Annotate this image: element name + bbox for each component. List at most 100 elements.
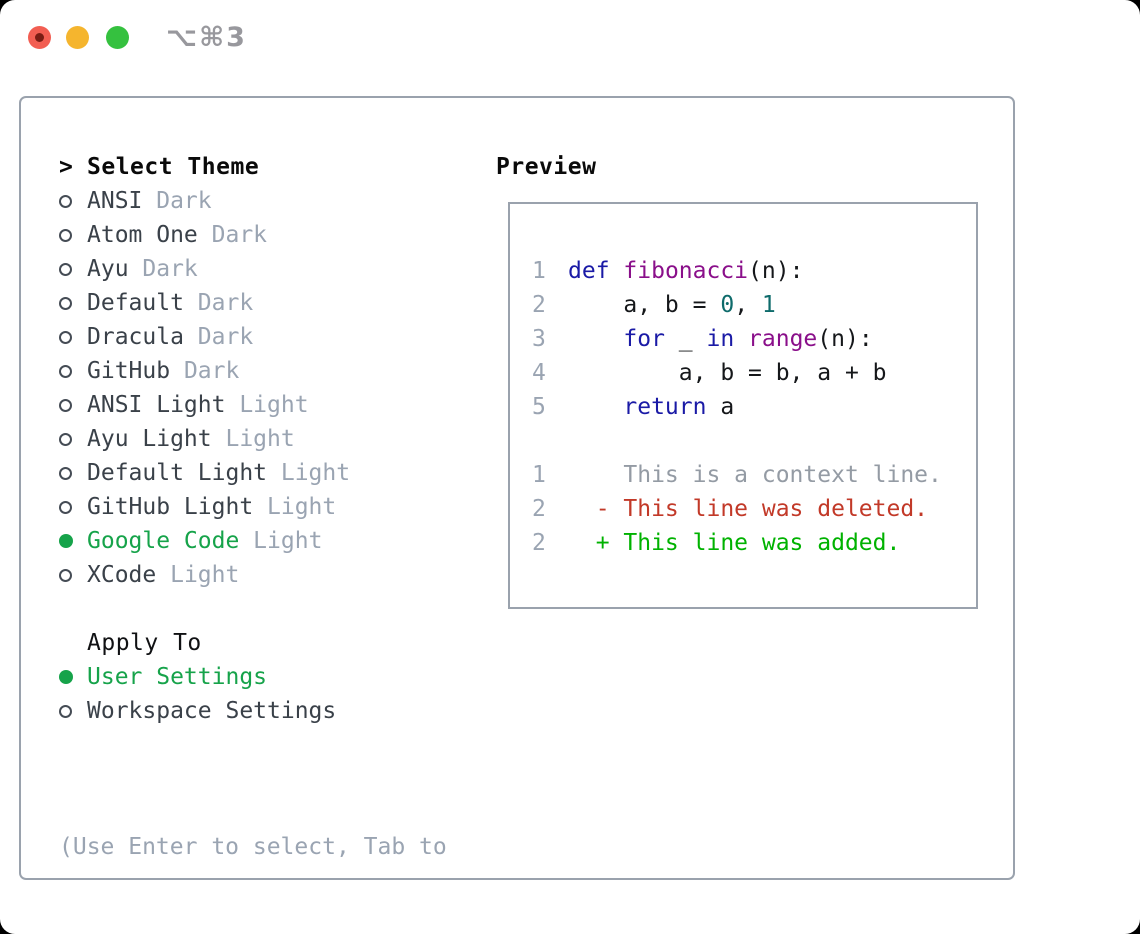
code-token: for xyxy=(623,326,665,352)
theme-option-dracula[interactable]: Dracula Dark xyxy=(59,320,447,354)
theme-option-label: GitHub xyxy=(87,358,171,384)
radio-circle xyxy=(59,228,72,242)
code-token: 1 xyxy=(761,292,776,318)
theme-option-github[interactable]: GitHub Dark xyxy=(59,354,447,388)
radio-circle xyxy=(59,432,72,446)
theme-option-atom-one[interactable]: Atom One Dark xyxy=(59,218,447,252)
theme-option-google-code[interactable]: Google Code Light xyxy=(59,524,447,558)
theme-option-github-light[interactable]: GitHub Light Light xyxy=(59,490,447,524)
line-number: 2 xyxy=(532,292,546,318)
theme-variant-label: Dark xyxy=(183,290,254,316)
line-number: 1 xyxy=(532,462,546,488)
hint-line-1: (Use Enter to select, Tab to xyxy=(59,834,447,860)
spacer xyxy=(532,424,976,458)
radio-circle xyxy=(59,330,72,344)
code-token xyxy=(568,326,623,352)
code-token: + This line was added. xyxy=(568,530,901,556)
diff-line-3: 2 + This line was added. xyxy=(532,526,976,560)
code-token: - This line was deleted. xyxy=(568,496,929,522)
line-number: 2 xyxy=(532,530,546,556)
theme-option-default[interactable]: Default Dark xyxy=(59,286,447,320)
zoom-button[interactable] xyxy=(106,26,129,49)
apply-option-workspace-settings[interactable]: Workspace Settings xyxy=(59,694,447,728)
radio-unselected-icon xyxy=(59,262,87,276)
radio-unselected-icon xyxy=(59,330,87,344)
radio-unselected-icon xyxy=(59,568,87,582)
theme-option-ansi-light[interactable]: ANSI Light Light xyxy=(59,388,447,422)
theme-variant-label: Dark xyxy=(183,324,254,350)
apply-option-label: Workspace Settings xyxy=(87,698,337,724)
theme-option-label: Default xyxy=(87,290,184,316)
radio-circle xyxy=(59,704,72,718)
theme-option-label: GitHub Light xyxy=(87,494,254,520)
radio-unselected-icon xyxy=(59,432,87,446)
radio-circle xyxy=(59,194,72,208)
close-button[interactable] xyxy=(28,26,51,49)
line-number: 5 xyxy=(532,394,546,420)
theme-variant-label: Dark xyxy=(128,256,198,282)
theme-option-label: Ayu xyxy=(87,256,129,282)
titlebar: ⌥⌘3 xyxy=(0,0,1140,96)
diff-line-1: 1 This is a context line. xyxy=(532,458,976,492)
radio-circle xyxy=(59,296,72,310)
radio-circle xyxy=(59,364,72,378)
line-number: 1 xyxy=(532,258,546,284)
apply-option-label: User Settings xyxy=(87,664,268,690)
theme-option-label: Default Light xyxy=(87,460,268,486)
theme-option-label: ANSI Light xyxy=(87,392,226,418)
code-line-3: 3 for _ in range(n): xyxy=(532,322,976,356)
radio-unselected-icon xyxy=(59,704,87,718)
code-token: (n): xyxy=(817,326,873,352)
prompt-icon: > xyxy=(59,154,73,180)
select-theme-title: Select Theme xyxy=(87,154,260,180)
radio-unselected-icon xyxy=(59,194,87,208)
radio-unselected-icon xyxy=(59,296,87,310)
radio-unselected-icon xyxy=(59,398,87,412)
theme-option-default-light[interactable]: Default Light Light xyxy=(59,456,447,490)
theme-option-xcode[interactable]: XCode Light xyxy=(59,558,447,592)
theme-option-label: Google Code xyxy=(87,528,240,554)
spacer xyxy=(59,728,447,762)
close-dot-icon xyxy=(35,33,44,42)
theme-option-ansi[interactable]: ANSI Dark xyxy=(59,184,447,218)
minimize-button[interactable] xyxy=(66,26,89,49)
theme-option-label: XCode xyxy=(87,562,157,588)
apply-to-title: Apply To xyxy=(87,630,202,656)
theme-option-label: ANSI xyxy=(87,188,143,214)
code-token: range xyxy=(748,326,818,352)
line-number: 3 xyxy=(532,326,546,352)
theme-variant-label: Dark xyxy=(170,358,240,384)
theme-option-ayu[interactable]: Ayu Dark xyxy=(59,252,447,286)
code-token: return xyxy=(623,394,707,420)
preview-title: Preview xyxy=(496,154,597,180)
apply-to-header: Apply To xyxy=(59,626,447,660)
radio-circle xyxy=(59,568,72,582)
code-token xyxy=(610,258,624,284)
apply-option-user-settings[interactable]: User Settings xyxy=(59,660,447,694)
theme-variant-label: Dark xyxy=(142,188,212,214)
radio-circle xyxy=(59,500,72,514)
line-number: 4 xyxy=(532,360,546,386)
code-token xyxy=(568,394,623,420)
code-line-2: 2 a, b = 0, 1 xyxy=(532,288,976,322)
radio-selected-icon xyxy=(59,534,87,548)
hint-text: (Use Enter to select, Tab to change focu… xyxy=(59,762,447,934)
theme-option-ayu-light[interactable]: Ayu Light Light xyxy=(59,422,447,456)
radio-circle xyxy=(59,534,73,548)
theme-option-label: Dracula xyxy=(87,324,184,350)
code-line-5: 5 return a xyxy=(532,390,976,424)
theme-variant-label: Light xyxy=(156,562,240,588)
theme-variant-label: Light xyxy=(239,528,323,554)
code-token: (n): xyxy=(748,258,804,284)
radio-circle xyxy=(59,262,72,276)
code-token: _ xyxy=(664,326,707,352)
theme-variant-label: Light xyxy=(225,392,309,418)
